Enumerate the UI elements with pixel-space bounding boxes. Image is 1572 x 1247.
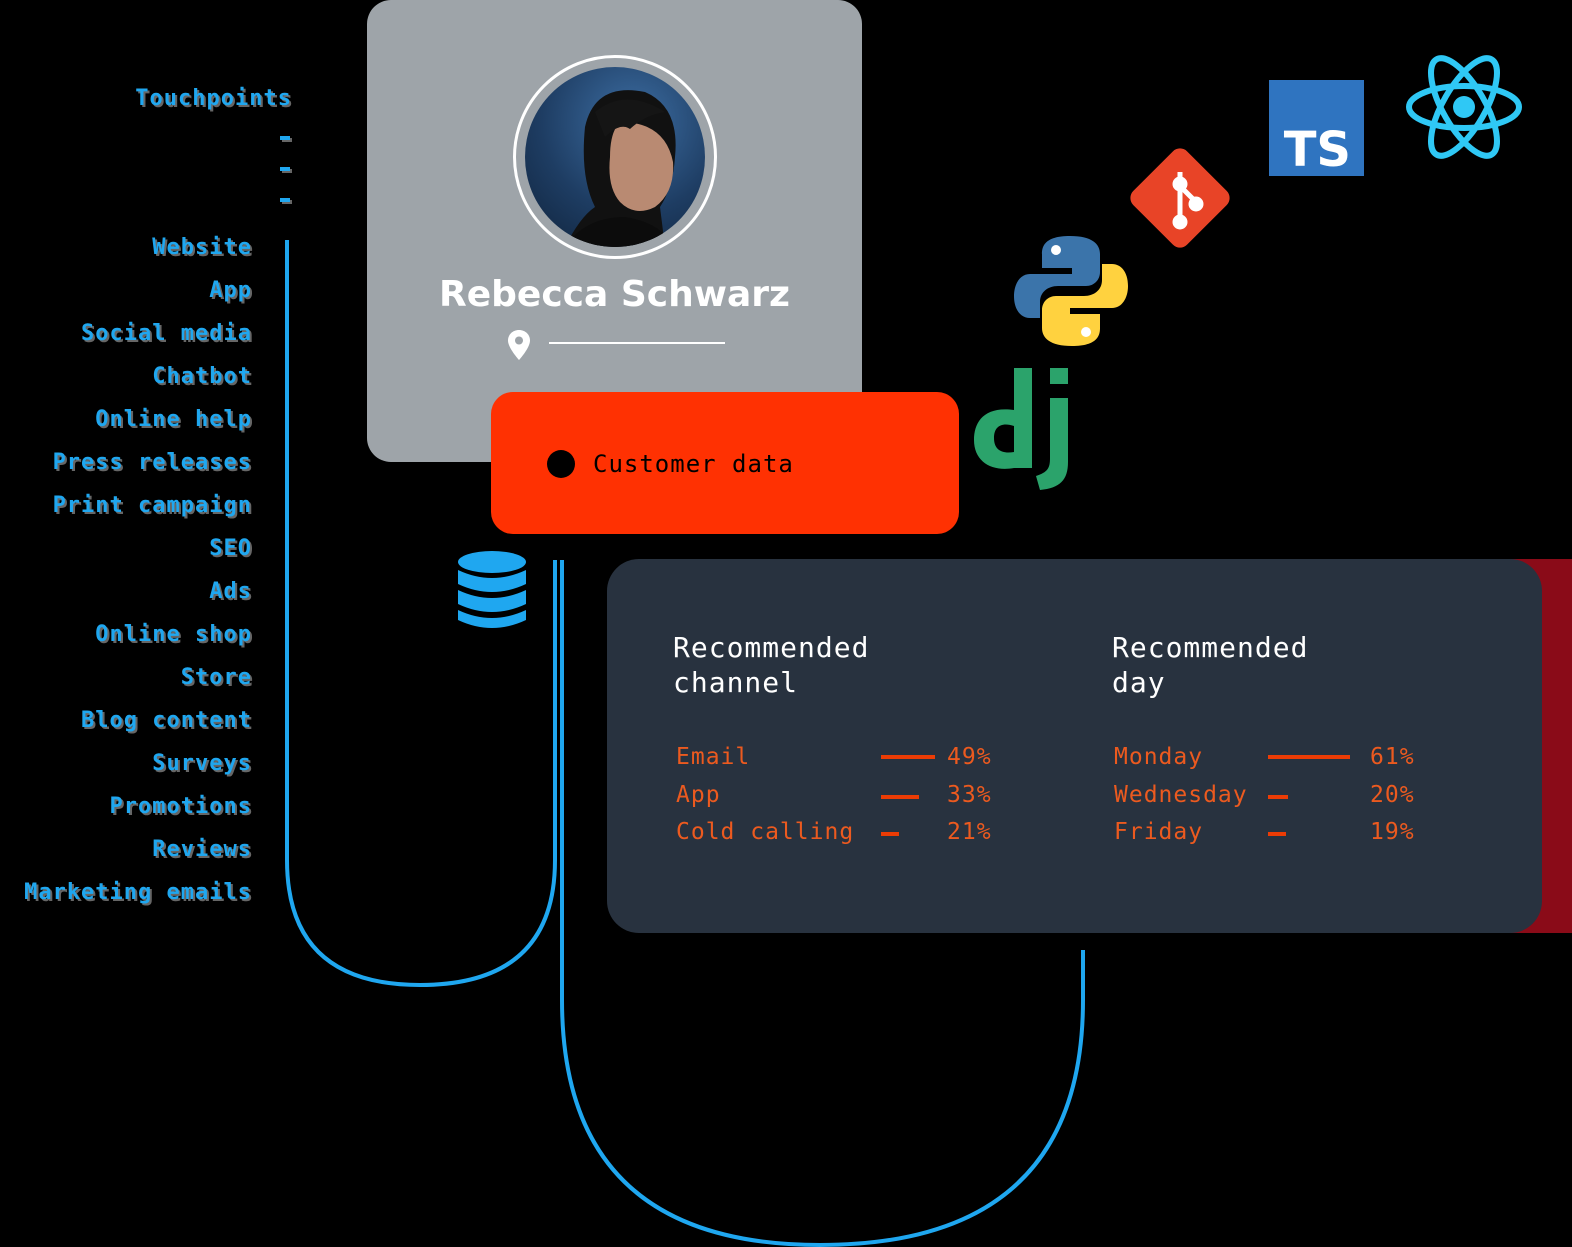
profile-name: Rebecca Schwarz <box>439 274 790 315</box>
touchpoint-item: Print campaign <box>52 493 252 518</box>
day-label: Friday <box>1114 819 1204 845</box>
svg-text:TS: TS <box>1284 122 1351 176</box>
typescript-icon: TS <box>1269 80 1364 176</box>
touchpoint-item: Blog content <box>81 708 252 733</box>
avatar-ring <box>513 55 717 259</box>
heading-line: channel <box>673 666 799 699</box>
customer-data-dot <box>547 450 575 478</box>
touchpoint-item: SEO <box>209 536 252 561</box>
recommended-channel-heading: Recommended channel <box>673 630 933 700</box>
heading-line: Recommended <box>1112 631 1309 664</box>
python-icon <box>1014 236 1128 346</box>
day-bar <box>1268 832 1286 836</box>
react-icon <box>1406 55 1522 159</box>
customer-data-label: Customer data <box>593 450 794 478</box>
django-icon <box>974 368 1068 490</box>
touchpoint-item: Social media <box>81 321 252 346</box>
day-bar <box>1268 755 1350 759</box>
touchpoints-title: Touchpoints <box>135 86 292 111</box>
day-value: 20% <box>1370 782 1415 808</box>
channel-label: Cold calling <box>676 819 855 845</box>
channel-value: 33% <box>947 782 992 808</box>
channel-value: 21% <box>947 819 992 845</box>
day-label: Wednesday <box>1114 782 1248 808</box>
touchpoint-item: Online help <box>95 407 252 432</box>
recommended-day-heading: Recommended day <box>1112 630 1372 700</box>
day-bar <box>1268 795 1288 799</box>
touchpoint-item: App <box>209 278 252 303</box>
channel-bar <box>881 795 919 799</box>
day-value: 61% <box>1370 744 1415 770</box>
git-icon <box>1130 148 1230 248</box>
day-label: Monday <box>1114 744 1204 770</box>
channel-label: Email <box>676 744 751 770</box>
touchpoint-item: Store <box>180 665 252 690</box>
touchpoint-item: Promotions <box>109 794 252 819</box>
channel-bar <box>881 755 935 759</box>
touchpoint-item: Surveys <box>152 751 252 776</box>
touchpoint-item: Website <box>152 235 252 260</box>
location-pin-icon <box>508 330 530 360</box>
touchpoint-item: Ads <box>209 579 252 604</box>
recommendations-card <box>607 559 1542 933</box>
touchpoints-list: Website App Social media Chatbot Online … <box>24 230 252 918</box>
touchpoint-item: Press releases <box>52 450 252 475</box>
touchpoint-item: Marketing emails <box>24 880 252 905</box>
avatar <box>525 67 705 247</box>
day-value: 19% <box>1370 819 1415 845</box>
touchpoint-item: Online shop <box>95 622 252 647</box>
touchpoint-item: Chatbot <box>152 364 252 389</box>
heading-line: Recommended <box>673 631 870 664</box>
touchpoints-ellipsis <box>280 136 290 229</box>
channel-bar <box>881 832 899 836</box>
database-icon <box>458 551 526 628</box>
heading-line: day <box>1112 666 1166 699</box>
channel-value: 49% <box>947 744 992 770</box>
touchpoint-item: Reviews <box>152 837 252 862</box>
channel-label: App <box>676 782 721 808</box>
location-line <box>549 342 725 344</box>
